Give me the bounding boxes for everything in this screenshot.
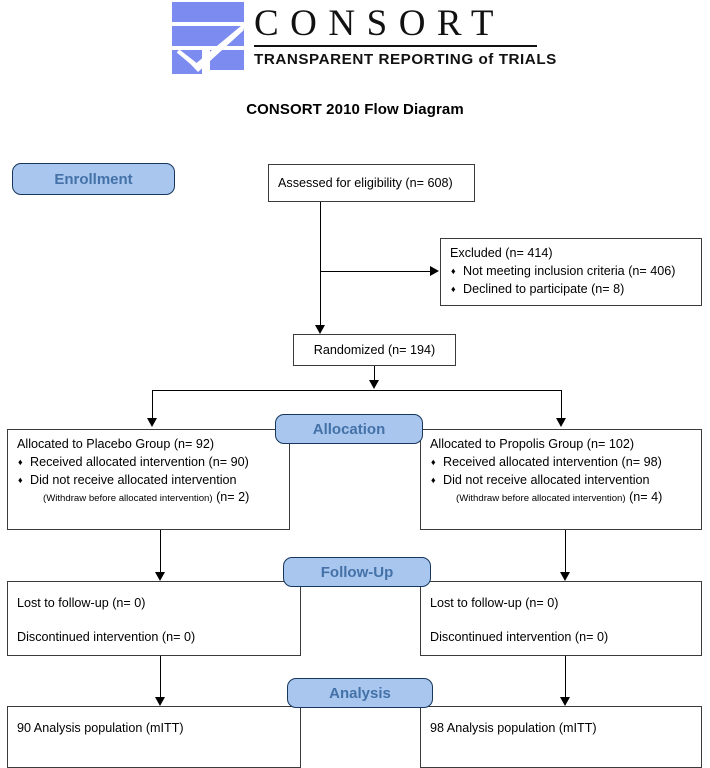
- excluded-item-1-text: Declined to participate (n= 8): [463, 282, 625, 296]
- diamond-bullet-icon: ♦: [18, 475, 23, 485]
- box-excluded: Excluded (n= 414) ♦ Not meeting inclusio…: [440, 238, 702, 306]
- diamond-bullet-icon: ♦: [431, 457, 436, 467]
- allocation-left-subnote-count: (n= 2): [216, 490, 250, 504]
- arrowhead-to-allocation-left: [147, 418, 157, 427]
- allocation-left-subnote-text: (Withdraw before allocated intervention): [43, 493, 213, 504]
- connector-split-left: [152, 390, 153, 421]
- arrowhead-to-followup-right: [560, 572, 570, 581]
- stage-label-enrollment: Enrollment: [54, 170, 133, 188]
- connector-followup-to-analysis-left: [160, 656, 161, 702]
- connector-followup-to-analysis-right: [565, 656, 566, 702]
- arrowhead-to-followup-left: [155, 572, 165, 581]
- consort-tagline: TRANSPARENT REPORTING of TRIALS: [254, 48, 556, 72]
- allocation-right-title: Allocated to Propolis Group (n= 102): [430, 437, 635, 451]
- allocation-right-subnote: (Withdraw before allocated intervention)…: [430, 490, 692, 506]
- followup-left-lost: Lost to follow-up (n= 0): [17, 596, 146, 610]
- excluded-item-1: ♦ Declined to participate (n= 8): [450, 282, 692, 297]
- arrowhead-to-allocation-right: [556, 418, 566, 427]
- allocation-right-item-0-text: Received allocated intervention (n= 98): [443, 455, 662, 469]
- diamond-bullet-icon: ♦: [451, 284, 456, 294]
- allocation-left-subnote: (Withdraw before allocated intervention)…: [17, 490, 280, 506]
- connector-allocation-to-followup-right: [565, 530, 566, 577]
- excluded-title: Excluded (n= 414): [450, 246, 553, 260]
- stage-banner-followup: Follow-Up: [283, 557, 431, 587]
- followup-right-lost: Lost to follow-up (n= 0): [430, 596, 559, 610]
- randomized-text: Randomized (n= 194): [313, 342, 436, 357]
- connector-randomized-down: [374, 366, 375, 384]
- assessed-text: Assessed for eligibility (n= 608): [278, 175, 453, 190]
- box-randomized: Randomized (n= 194): [293, 334, 456, 366]
- allocation-left-item-1: ♦ Did not receive allocated intervention: [17, 473, 280, 488]
- connector-allocation-to-followup-left: [160, 530, 161, 577]
- box-followup-placebo: Lost to follow-up (n= 0) Discontinued in…: [7, 581, 301, 656]
- consort-logo: CONSORT TRANSPARENT REPORTING of TRIALS: [172, 2, 556, 76]
- stage-banner-analysis: Analysis: [287, 678, 433, 708]
- excluded-item-0: ♦ Not meeting inclusion criteria (n= 406…: [450, 264, 692, 279]
- consort-wordmark: CONSORT TRANSPARENT REPORTING of TRIALS: [254, 2, 556, 74]
- box-allocation-propolis: Allocated to Propolis Group (n= 102) ♦ R…: [420, 429, 702, 530]
- stage-label-allocation: Allocation: [312, 420, 386, 438]
- connector-split-right: [561, 390, 562, 421]
- box-followup-propolis: Lost to follow-up (n= 0) Discontinued in…: [420, 581, 702, 656]
- consort-brand-text: CONSORT: [254, 3, 505, 44]
- diamond-bullet-icon: ♦: [451, 266, 456, 276]
- connector-assessed-to-excluded: [320, 271, 430, 272]
- arrowhead-randomized-split: [369, 380, 379, 389]
- allocation-left-title: Allocated to Placebo Group (n= 92): [17, 437, 215, 451]
- allocation-right-item-1: ♦ Did not receive allocated intervention: [430, 473, 692, 488]
- allocation-right-subnote-text: (Withdraw before allocated intervention): [456, 493, 626, 504]
- box-assessed-for-eligibility: Assessed for eligibility (n= 608): [268, 164, 475, 202]
- allocation-right-subnote-count: (n= 4): [629, 490, 663, 504]
- tagline-part1: TRANSPARENT REPORTING: [254, 51, 474, 68]
- tagline-of: of: [478, 51, 494, 68]
- wordmark-divider: [254, 45, 537, 47]
- box-allocation-placebo: Allocated to Placebo Group (n= 92) ♦ Rec…: [7, 429, 290, 530]
- arrowhead-to-analysis-right: [560, 697, 570, 706]
- stage-banner-enrollment: Enrollment: [12, 163, 175, 195]
- diamond-bullet-icon: ♦: [431, 475, 436, 485]
- arrowhead-to-analysis-left: [155, 697, 165, 706]
- allocation-right-item-0: ♦ Received allocated intervention (n= 98…: [430, 455, 692, 470]
- arrowhead-to-excluded: [430, 266, 439, 276]
- consort-checkmark-logo-icon: [172, 2, 246, 74]
- analysis-right-text: 98 Analysis population (mITT): [430, 721, 597, 735]
- tagline-part2: TRIALS: [498, 51, 557, 68]
- page-title: CONSORT 2010 Flow Diagram: [246, 101, 464, 118]
- box-analysis-placebo: 90 Analysis population (mITT): [7, 706, 301, 768]
- allocation-left-item-0: ♦ Received allocated intervention (n= 90…: [17, 455, 280, 470]
- connector-allocation-split-bar: [152, 390, 562, 391]
- stage-label-analysis: Analysis: [329, 684, 391, 702]
- followup-left-discontinued: Discontinued intervention (n= 0): [17, 630, 196, 644]
- allocation-right-item-1-text: Did not receive allocated intervention: [443, 473, 650, 487]
- analysis-left-text: 90 Analysis population (mITT): [17, 721, 184, 735]
- followup-right-discontinued: Discontinued intervention (n= 0): [430, 630, 609, 644]
- diamond-bullet-icon: ♦: [18, 457, 23, 467]
- connector-assessed-to-randomized: [320, 202, 321, 330]
- stage-banner-allocation: Allocation: [275, 414, 423, 444]
- arrowhead-to-randomized: [315, 325, 325, 334]
- stage-label-followup: Follow-Up: [320, 563, 394, 581]
- excluded-item-0-text: Not meeting inclusion criteria (n= 406): [463, 264, 676, 278]
- allocation-left-item-0-text: Received allocated intervention (n= 90): [30, 455, 249, 469]
- box-analysis-propolis: 98 Analysis population (mITT): [420, 706, 702, 768]
- allocation-left-item-1-text: Did not receive allocated intervention: [30, 473, 237, 487]
